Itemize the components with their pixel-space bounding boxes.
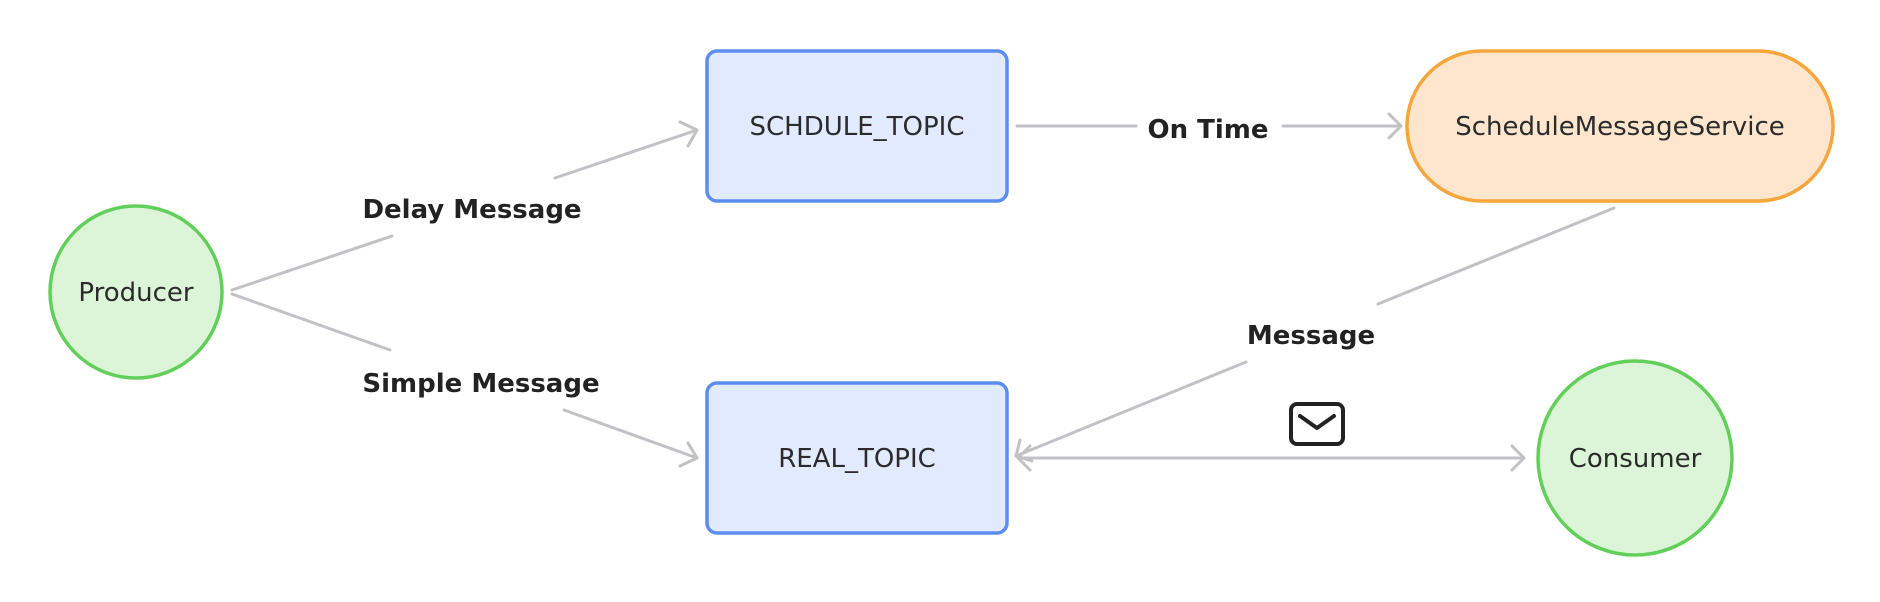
edge-real-topic-consumer [1016, 444, 1526, 472]
label-message: Message [1247, 321, 1375, 351]
node-schedule-topic-label: SCHDULE_TOPIC [749, 112, 964, 142]
node-consumer-label: Consumer [1569, 444, 1702, 474]
node-schedule-message-service[interactable]: ScheduleMessageService [1405, 49, 1835, 203]
label-on-time: On Time [1147, 115, 1268, 145]
node-schedule-message-service-label: ScheduleMessageService [1455, 112, 1785, 142]
label-simple-message: Simple Message [362, 369, 599, 399]
edge-delay-message [230, 120, 699, 292]
node-real-topic[interactable]: REAL_TOPIC [705, 381, 1009, 535]
node-consumer[interactable]: Consumer [1536, 359, 1734, 557]
node-schedule-topic[interactable]: SCHDULE_TOPIC [705, 49, 1009, 203]
label-delay-message: Delay Message [362, 195, 581, 225]
edge-simple-message [230, 292, 699, 468]
node-producer-label: Producer [78, 278, 194, 308]
edge-on-time [1015, 112, 1403, 140]
node-real-topic-label: REAL_TOPIC [778, 444, 936, 474]
envelope-icon [1289, 402, 1345, 446]
node-producer[interactable]: Producer [48, 204, 224, 380]
